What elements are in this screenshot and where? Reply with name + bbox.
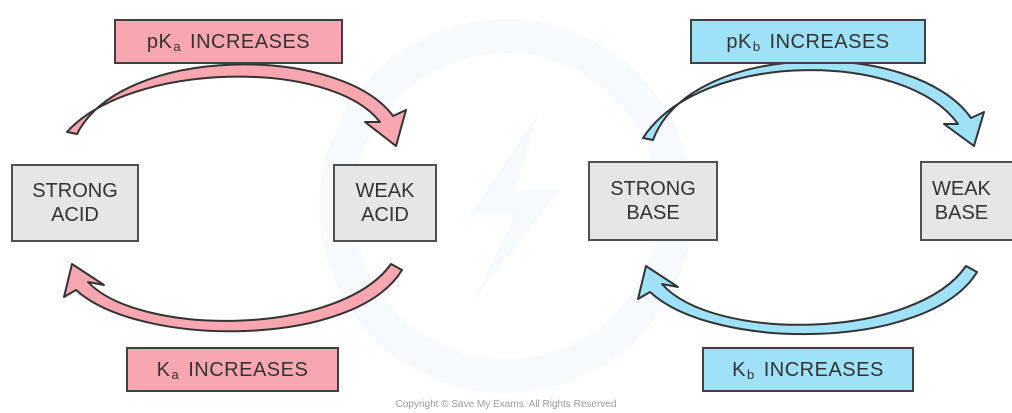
strong-base-box: STRONG BASE	[588, 161, 718, 241]
acid-top-arrow	[66, 63, 407, 147]
k-symbol: K	[156, 358, 171, 381]
strong-acid-line1: STRONG	[32, 180, 118, 202]
base-bottom-arrow	[637, 265, 978, 336]
weak-acid-line1: WEAK	[355, 180, 415, 202]
increases-text: INCREASES	[190, 30, 311, 53]
weak-acid-line2: ACID	[361, 204, 409, 226]
pk-symbol: pK	[726, 30, 752, 53]
increases-text: INCREASES	[188, 358, 309, 381]
weak-base-line1: WEAK	[932, 178, 991, 200]
increases-text: INCREASES	[763, 358, 884, 381]
strong-base-line2: BASE	[626, 202, 680, 224]
weak-base-line2: BASE	[934, 202, 989, 224]
strong-acid-box: STRONG ACID	[11, 164, 139, 242]
k-subscript: b	[747, 366, 755, 382]
k-symbol: K	[732, 358, 746, 381]
pk-symbol: pK	[146, 30, 173, 53]
pk-subscript: a	[173, 38, 182, 54]
weak-acid-box: WEAK ACID	[333, 164, 437, 242]
base-top-arrow	[642, 60, 985, 147]
copyright-notice: Copyright © Save My Exams. All Rights Re…	[395, 399, 617, 410]
strong-base-line1: STRONG	[610, 178, 696, 200]
increases-text: INCREASES	[769, 30, 890, 53]
k-subscript: a	[171, 366, 180, 382]
acid-bottom-arrow	[63, 263, 403, 333]
pk-subscript: b	[752, 38, 761, 54]
weak-base-box: WEAK BASE	[920, 161, 1012, 241]
strong-acid-line2: ACID	[51, 204, 99, 226]
